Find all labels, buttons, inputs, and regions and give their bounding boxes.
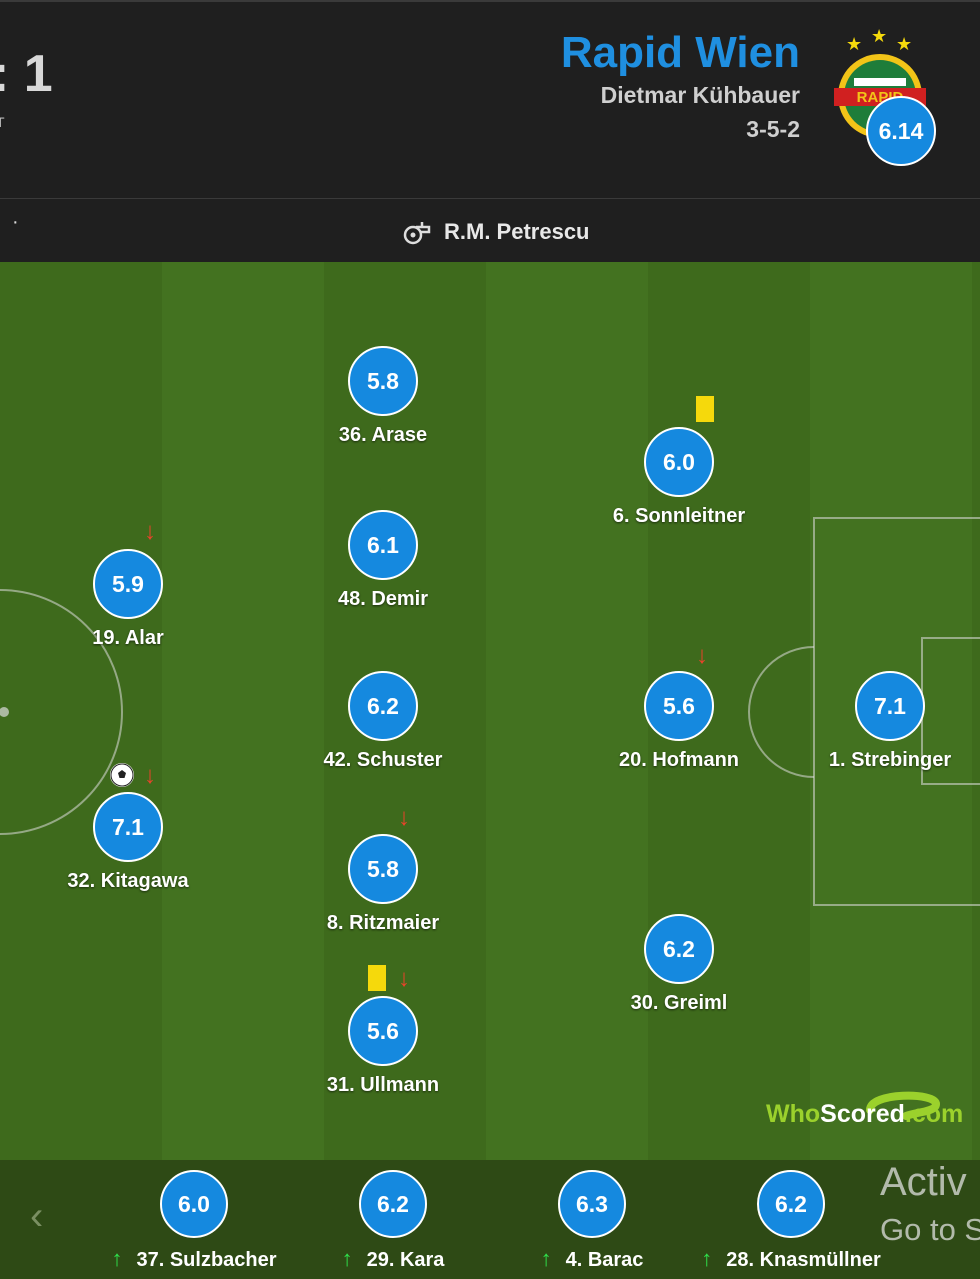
player-rating: 6.1 bbox=[348, 510, 418, 580]
player-rating: 6.3 bbox=[558, 1170, 626, 1238]
activate-windows-overlay: Activ bbox=[880, 1160, 967, 1204]
player-card[interactable]: 5.6 20. Hofmann bbox=[569, 671, 789, 772]
player-name: 32. Kitagawa bbox=[67, 870, 189, 892]
player-card[interactable]: 7.1 1. Strebinger bbox=[780, 671, 980, 772]
sub-on-icon: ↑ bbox=[111, 1246, 123, 1271]
formation: 3-5-2 bbox=[746, 116, 800, 142]
player-card[interactable]: 6.2 30. Greiml bbox=[569, 914, 789, 1015]
player-rating: 7.1 bbox=[93, 792, 163, 862]
substitute-card[interactable]: 6.2 ↑ 28. Knasmüllner bbox=[681, 1170, 901, 1272]
player-name: 6. Sonnleitner bbox=[612, 505, 746, 527]
score-subtext: T bbox=[0, 114, 5, 130]
player-name: 1. Strebinger bbox=[828, 749, 952, 771]
svg-text:★: ★ bbox=[871, 26, 887, 46]
watermark-part: Who bbox=[766, 1100, 821, 1128]
player-name: 8. Ritzmaier bbox=[326, 912, 440, 934]
team-name[interactable]: Rapid Wien bbox=[560, 28, 800, 77]
player-rating: 6.2 bbox=[757, 1170, 825, 1238]
player-card[interactable]: 5.8 36. Arase bbox=[273, 346, 493, 447]
pitch: ↓ ↓ ↓ ↓ ↓ 5.8 36. Arase 6.0 6. Sonnleitn… bbox=[0, 262, 980, 1160]
score: : 1 bbox=[0, 45, 53, 103]
goal-ball-icon bbox=[110, 763, 134, 787]
separator-dot: · bbox=[12, 211, 19, 233]
player-rating: 5.8 bbox=[348, 834, 418, 904]
player-rating: 6.0 bbox=[160, 1170, 228, 1238]
referee-bar: · R.M. Petrescu bbox=[0, 198, 980, 262]
player-rating: 5.9 bbox=[93, 549, 163, 619]
substitutes-bar: ‹ 6.0 ↑ 37. Sulzbacher 6.2 ↑ 29. Kara 6.3 … bbox=[0, 1160, 980, 1279]
player-rating: 5.8 bbox=[348, 346, 418, 416]
yellow-card-icon bbox=[696, 396, 714, 422]
player-card[interactable]: 6.2 42. Schuster bbox=[273, 671, 493, 772]
whoscored-watermark: WhoScored.com bbox=[766, 1100, 963, 1129]
player-rating: 6.2 bbox=[359, 1170, 427, 1238]
player-name: 31. Ullmann bbox=[326, 1074, 440, 1096]
referee-name: R.M. Petrescu bbox=[444, 219, 590, 244]
player-name: 30. Greiml bbox=[630, 992, 728, 1014]
chevron-left-icon[interactable]: ‹ bbox=[30, 1194, 44, 1238]
player-name: 29. Kara bbox=[366, 1249, 445, 1271]
player-name: 37. Sulzbacher bbox=[136, 1249, 277, 1271]
substitute-card[interactable]: 6.0 ↑ 37. Sulzbacher bbox=[84, 1170, 304, 1272]
player-rating: 6.2 bbox=[644, 914, 714, 984]
player-rating: 6.0 bbox=[644, 427, 714, 497]
team-rating-badge: 6.14 bbox=[866, 96, 936, 166]
sub-off-icon: ↓ bbox=[696, 642, 708, 669]
whistle-icon bbox=[403, 222, 431, 245]
sub-off-icon: ↓ bbox=[144, 762, 156, 789]
substitute-card[interactable]: 6.3 ↑ 4. Barac bbox=[482, 1170, 702, 1272]
player-rating: 6.2 bbox=[348, 671, 418, 741]
sub-off-icon: ↓ bbox=[398, 804, 410, 831]
player-name: 42. Schuster bbox=[323, 749, 443, 771]
watermark-part: .com bbox=[904, 1100, 964, 1128]
player-rating: 7.1 bbox=[855, 671, 925, 741]
player-name: 19. Alar bbox=[92, 627, 164, 649]
sub-off-icon: ↓ bbox=[144, 518, 156, 545]
player-card[interactable]: 6.0 6. Sonnleitner bbox=[569, 427, 789, 528]
manager-name: Dietmar Kühbauer bbox=[600, 82, 800, 108]
sub-on-icon: ↑ bbox=[341, 1246, 353, 1271]
activate-windows-subtext: Go to S bbox=[880, 1212, 980, 1247]
player-name: 36. Arase bbox=[338, 424, 428, 446]
match-header: : 1 T Rapid Wien Dietmar Kühbauer 3-5-2 … bbox=[0, 0, 980, 198]
watermark-part: Scored bbox=[820, 1100, 905, 1128]
player-name: 28. Knasmüllner bbox=[726, 1249, 881, 1271]
svg-text:★: ★ bbox=[846, 34, 862, 54]
player-card[interactable]: 5.9 19. Alar bbox=[18, 549, 238, 650]
svg-text:★: ★ bbox=[896, 34, 912, 54]
player-card[interactable]: 5.6 31. Ullmann bbox=[273, 996, 493, 1097]
player-name: 48. Demir bbox=[337, 588, 429, 610]
sub-on-icon: ↑ bbox=[701, 1246, 713, 1271]
yellow-card-icon bbox=[368, 965, 386, 991]
player-rating: 5.6 bbox=[348, 996, 418, 1066]
substitute-card[interactable]: 6.2 ↑ 29. Kara bbox=[283, 1170, 503, 1272]
player-name: 20. Hofmann bbox=[618, 749, 740, 771]
player-card[interactable]: 7.1 32. Kitagawa bbox=[18, 792, 238, 893]
player-card[interactable]: 6.1 48. Demir bbox=[273, 510, 493, 611]
whoscored-logo-icon bbox=[866, 1091, 940, 1120]
sub-on-icon: ↑ bbox=[540, 1246, 552, 1271]
sub-off-icon: ↓ bbox=[398, 965, 410, 992]
player-rating: 5.6 bbox=[644, 671, 714, 741]
player-name: 4. Barac bbox=[565, 1249, 644, 1271]
player-card[interactable]: 5.8 8. Ritzmaier bbox=[273, 834, 493, 935]
